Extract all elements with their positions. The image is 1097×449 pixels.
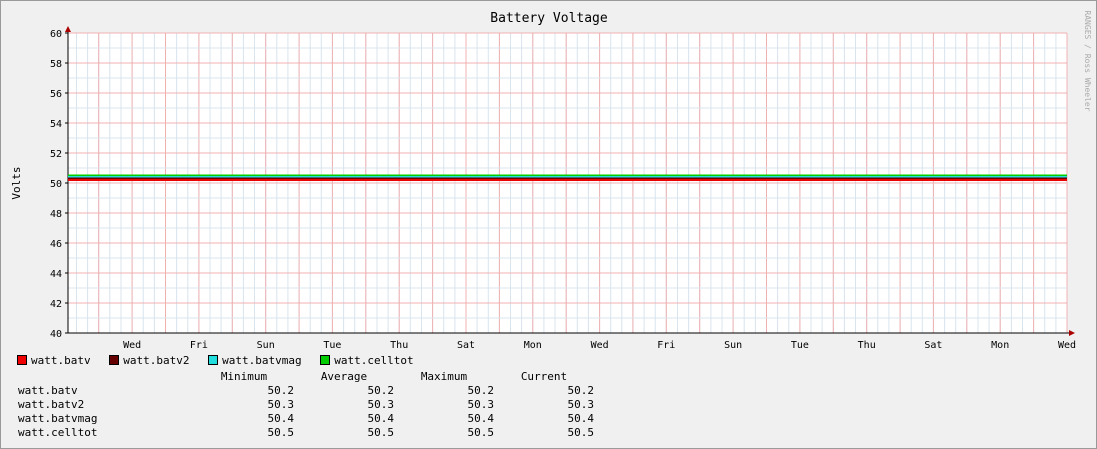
stats-row: watt.batv2 50.3 50.3 50.3 50.3 [18, 398, 594, 412]
stats-avg: 50.3 [367, 398, 395, 411]
stats-cur: 50.2 [567, 384, 595, 397]
legend-label: watt.celltot [334, 354, 414, 367]
legend-swatch [109, 355, 120, 365]
stats-header-current: Current [520, 370, 568, 383]
stats-series-name: watt.batvmag [18, 412, 98, 425]
stats-cur: 50.5 [567, 426, 595, 439]
stats-series-name: watt.batv2 [18, 398, 85, 411]
legend-item: watt.batv2 [109, 354, 189, 367]
x-tick-label: Tue [791, 340, 809, 351]
legend-swatch [320, 355, 331, 365]
stats-avg: 50.4 [367, 412, 395, 425]
x-tick-label: Thu [858, 340, 876, 351]
stats-cur: 50.4 [567, 412, 595, 425]
stats-row: watt.batv 50.2 50.2 50.2 50.2 [18, 384, 594, 398]
stats-max: 50.5 [467, 426, 495, 439]
stats-series-name: watt.celltot [18, 426, 98, 439]
stats-max: 50.4 [467, 412, 495, 425]
stats-series-name: watt.batv [18, 384, 78, 397]
x-tick-label: Fri [190, 340, 208, 351]
y-tick-label: 52 [50, 149, 62, 160]
x-tick-label: Sat [924, 340, 942, 351]
y-tick-label: 40 [50, 329, 62, 340]
stats-min: 50.2 [267, 384, 295, 397]
x-tick-label: Mon [524, 340, 542, 351]
stats-max: 50.2 [467, 384, 495, 397]
stats-min: 50.4 [267, 412, 295, 425]
chart-title: Battery Voltage [490, 11, 608, 26]
legend-label: watt.batv2 [123, 354, 190, 367]
x-tick-label: Thu [390, 340, 408, 351]
battery-voltage-chart: Battery Voltage Volts RANGES / Ross Whee… [10, 10, 1092, 351]
y-tick-label: 60 [50, 29, 62, 40]
stats-max: 50.3 [467, 398, 495, 411]
y-tick-label: 44 [50, 269, 62, 280]
y-tick-label: 54 [50, 119, 62, 130]
stats-header-minimum: Minimum [220, 370, 268, 383]
x-tick-label: Tue [323, 340, 341, 351]
y-tick-label: 50 [50, 179, 62, 190]
x-tick-label: Wed [591, 340, 609, 351]
y-tick-label: 42 [50, 299, 62, 310]
legend-label: watt.batv [31, 354, 91, 367]
stats-min: 50.3 [267, 398, 295, 411]
legend-label: watt.batvmag [222, 354, 302, 367]
stats-cur: 50.3 [567, 398, 595, 411]
legend-swatch [208, 355, 219, 365]
stats-table: Minimum Average Maximum Current watt.bat… [18, 370, 594, 440]
x-tick-label: Sat [457, 340, 475, 351]
stats-header-maximum: Maximum [420, 370, 468, 383]
stats-avg: 50.5 [367, 426, 395, 439]
stats-avg: 50.2 [367, 384, 395, 397]
stats-row: watt.celltot 50.5 50.5 50.5 50.5 [18, 426, 594, 440]
x-tick-label: Wed [123, 340, 141, 351]
y-axis-arrow [65, 26, 71, 32]
y-tick-label: 58 [50, 59, 62, 70]
stats-row: watt.batvmag 50.4 50.4 50.4 50.4 [18, 412, 594, 426]
y-axis-label: Volts [10, 166, 23, 199]
x-tick-label: Sun [724, 340, 742, 351]
x-tick-label: Fri [657, 340, 675, 351]
y-tick-label: 48 [50, 209, 62, 220]
x-tick-label: Sun [257, 340, 275, 351]
y-tick-label: 56 [50, 89, 62, 100]
legend-item: watt.celltot [320, 354, 414, 367]
stats-header-row: Minimum Average Maximum Current [18, 370, 594, 384]
legend: watt.batv watt.batv2 watt.batvmag watt.c… [17, 354, 426, 367]
x-tick-label: Wed [1058, 340, 1076, 351]
legend-item: watt.batv [17, 354, 91, 367]
stats-min: 50.5 [267, 426, 295, 439]
watermark-text: RANGES / Ross Wheeler [1083, 10, 1092, 111]
legend-swatch [17, 355, 27, 365]
x-axis-arrow [1069, 330, 1075, 336]
y-tick-label: 46 [50, 239, 62, 250]
x-tick-label: Mon [991, 340, 1009, 351]
stats-header-average: Average [320, 370, 368, 383]
legend-item: watt.batvmag [208, 354, 302, 367]
